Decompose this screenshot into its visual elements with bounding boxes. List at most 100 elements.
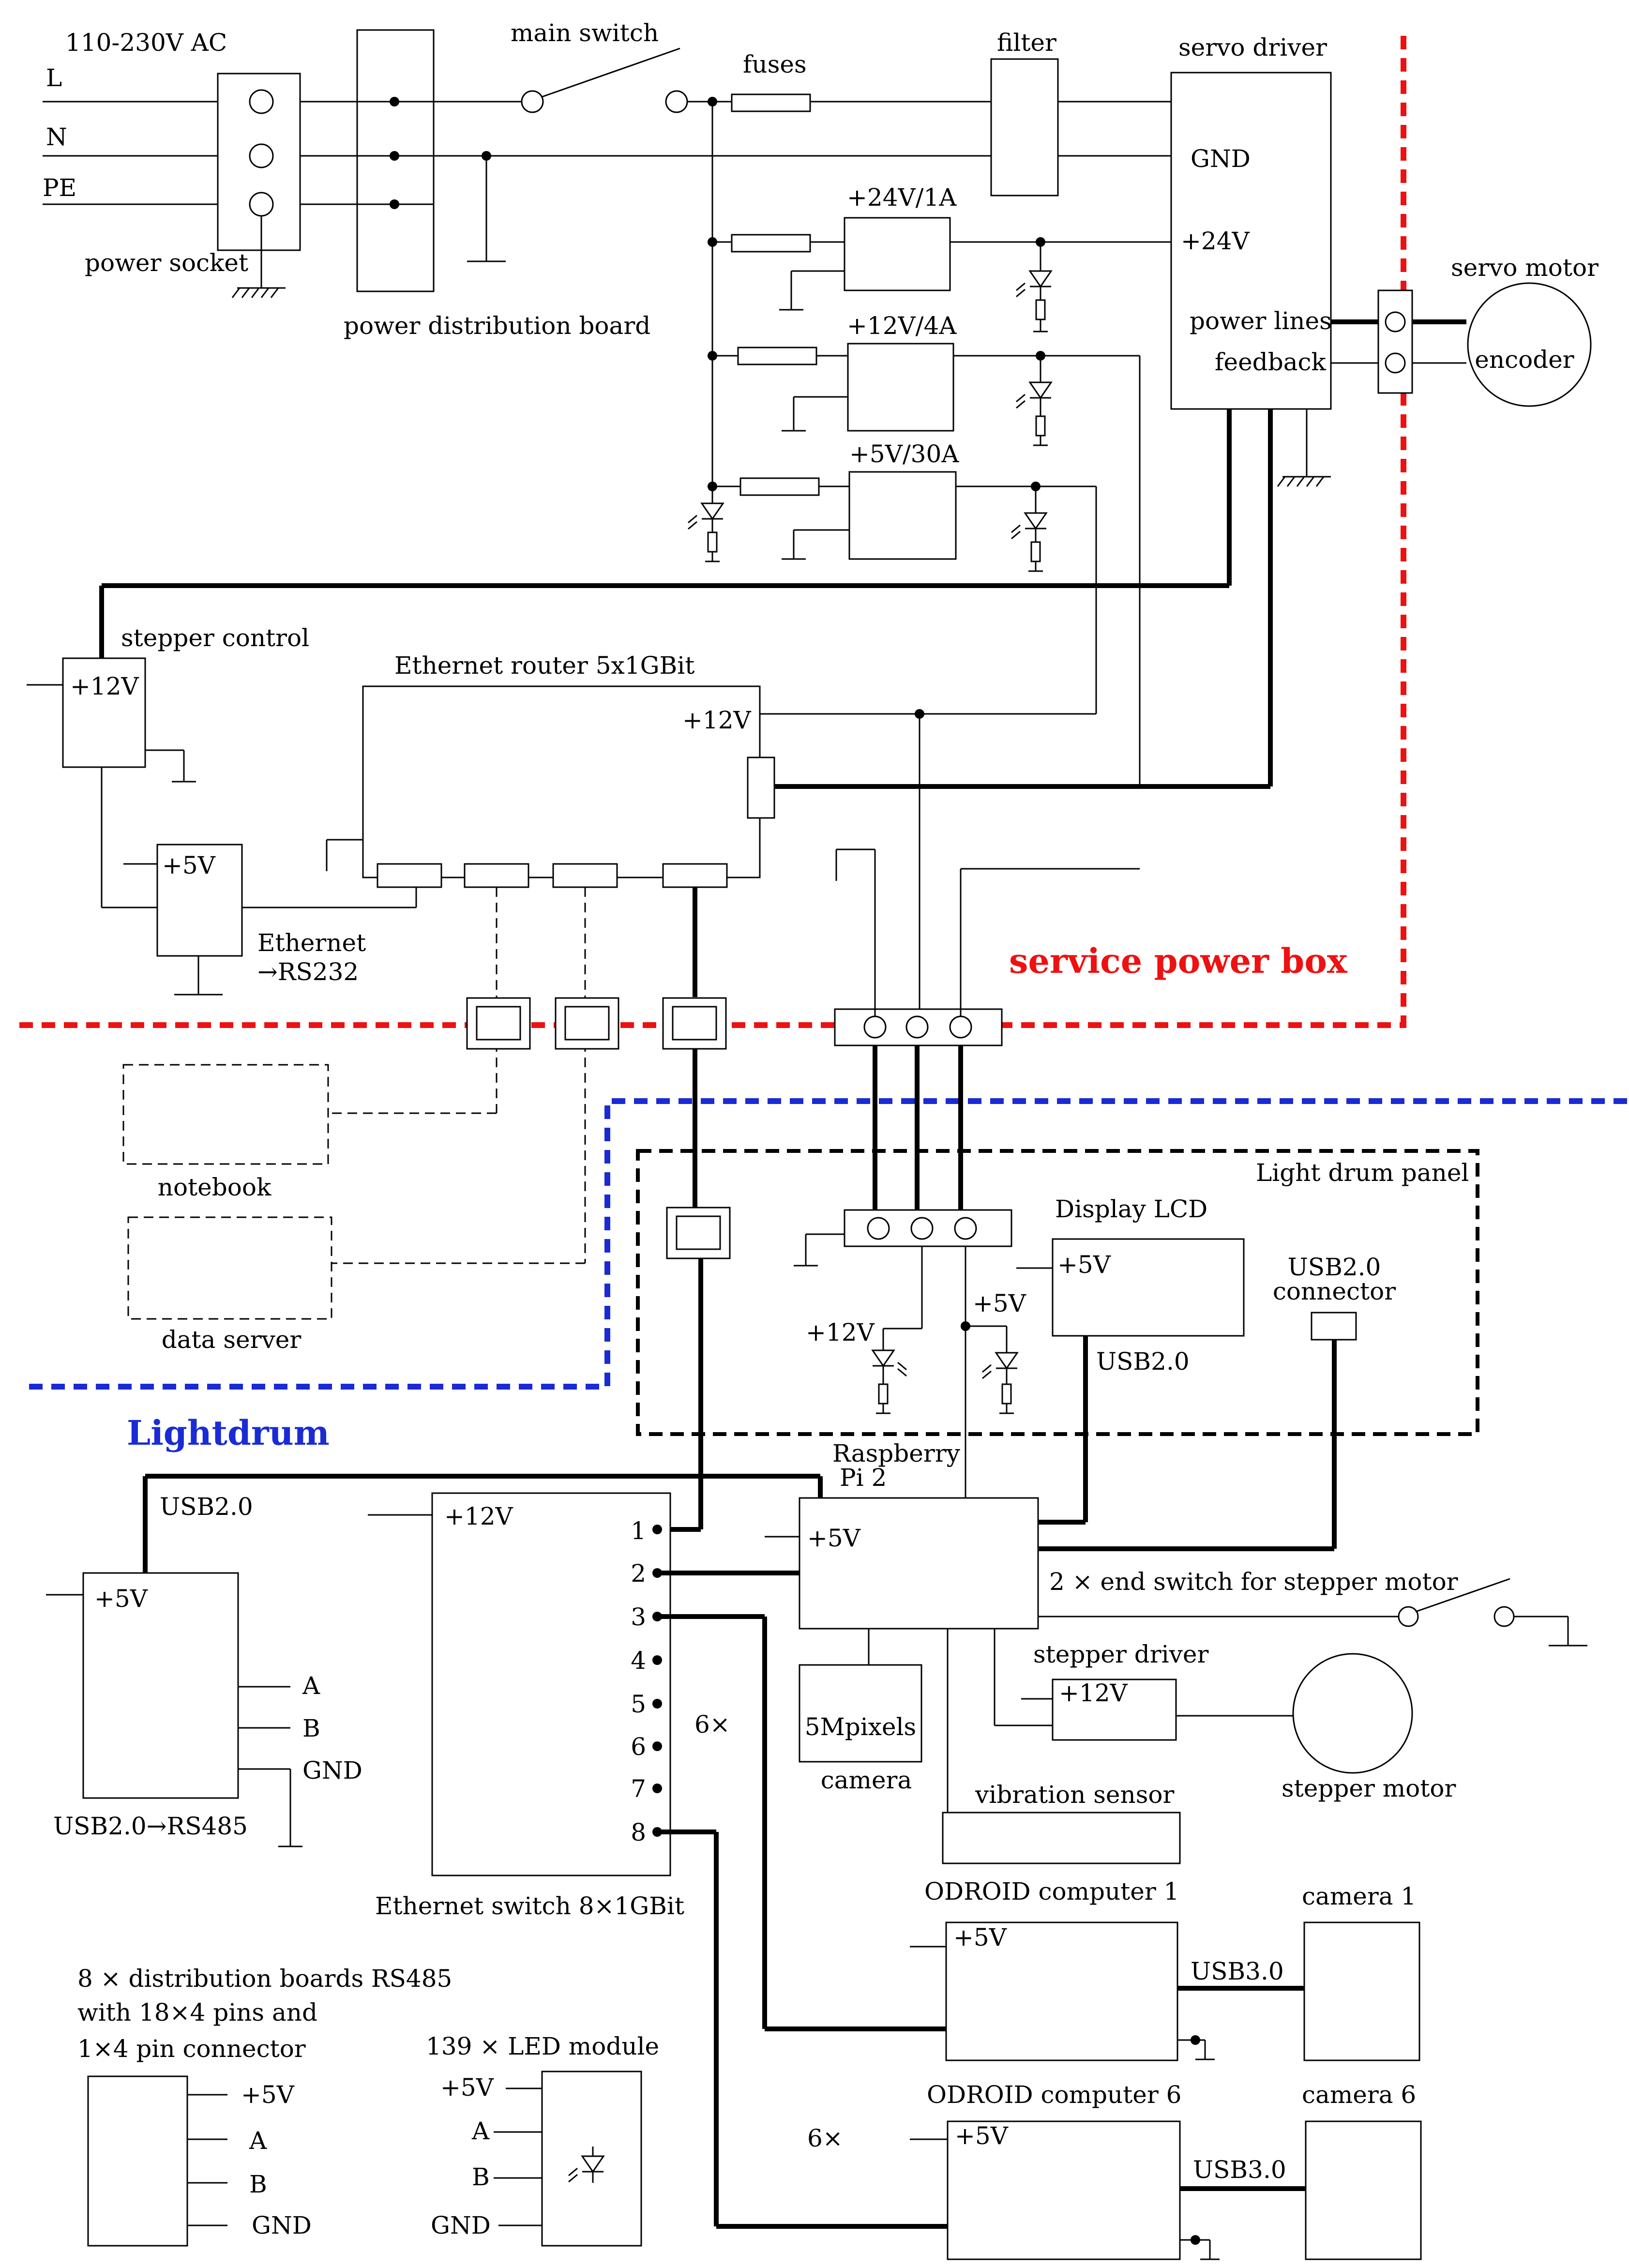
notebook-label: notebook — [158, 1173, 272, 1201]
servo-motor-label: servo motor — [1451, 254, 1599, 282]
filter-box — [990, 58, 1059, 197]
rs485-a: A — [302, 1672, 320, 1700]
legend-led-title: 139 × LED module — [426, 2032, 659, 2060]
servo-driver-box — [1170, 72, 1332, 410]
legend-dist-line3: 1×4 pin connector — [77, 2035, 306, 2063]
odroid-1-label: ODROID computer 1 — [924, 1877, 1179, 1905]
rs485-block — [46, 1474, 823, 1847]
rs485-gnd: GND — [302, 1756, 362, 1784]
end-switch-label: 2 × end switch for stepper motor — [1049, 1568, 1458, 1596]
rs485-title: USB2.0→RS485 — [53, 1812, 248, 1840]
camera-1-label: camera 1 — [1302, 1882, 1416, 1910]
fuse-main — [731, 93, 811, 112]
wall-connectors — [466, 848, 1140, 1532]
filter-label: filter — [997, 29, 1056, 57]
end-switch-lever — [1415, 1578, 1510, 1613]
led-indicator-5v — [1011, 486, 1048, 572]
led-indicator-mains — [688, 486, 724, 562]
odroid-multiplier: 6× — [807, 2124, 843, 2152]
stepper-control-12v: +12V — [70, 672, 139, 700]
ethernet-switch-block — [368, 1492, 948, 2229]
router-label: Ethernet router 5x1GBit — [394, 651, 694, 680]
switch-port-2: 2 — [631, 1559, 646, 1588]
eth-rs232-line1: Ethernet — [257, 929, 366, 957]
fuses-label: fuses — [743, 50, 807, 78]
led-indicator-24v — [1016, 242, 1053, 333]
odroid-6-block — [910, 2120, 1422, 2260]
rs485-b: B — [302, 1714, 320, 1742]
legend-dist-line2: with 18×4 pins and — [77, 1998, 317, 2026]
switch-title: Ethernet switch 8×1GBit — [375, 1892, 684, 1920]
rpi-title-1: Raspberry — [832, 1439, 961, 1467]
servo-24v-label: +24V — [1181, 227, 1250, 255]
psu-5v-box — [848, 471, 957, 560]
legend-distribution-board — [87, 2075, 227, 2247]
line-pe-label: PE — [43, 174, 76, 202]
service-power-box-label: service power box — [1009, 941, 1348, 981]
usb-connector-label-2: connector — [1273, 1277, 1396, 1305]
servo-feedback-label: feedback — [1215, 348, 1327, 376]
camera-5mp-label: 5Mpixels — [805, 1713, 916, 1741]
switch-multiplier: 6× — [694, 1710, 730, 1739]
switch-port-4: 4 — [631, 1647, 646, 1675]
legend-dist-a: A — [249, 2127, 267, 2155]
raspberry-pi-box — [799, 1497, 1039, 1630]
servo-motor-circle — [1467, 282, 1592, 407]
servo-driver-label: servo driver — [1178, 33, 1327, 61]
odroid-6-label: ODROID computer 6 — [927, 2081, 1181, 2109]
usb-connector-box — [1311, 1312, 1357, 1341]
stepper-driver-box — [1052, 1678, 1177, 1741]
odroid-6-box — [947, 2120, 1181, 2260]
panel-block — [794, 1209, 1357, 1551]
rpi-5v: +5V — [807, 1524, 861, 1552]
ethernet-switch-box — [431, 1492, 671, 1876]
camera-6-box — [1305, 2120, 1422, 2260]
display-lcd-label: Display LCD — [1055, 1195, 1207, 1223]
switch-12v: +12V — [444, 1502, 513, 1530]
stepper-motor-label: stepper motor — [1282, 1774, 1456, 1802]
main-switch-lever — [542, 47, 680, 98]
router-12v: +12V — [682, 706, 752, 734]
legend-led-b: B — [472, 2163, 490, 2191]
display-usb-label: USB2.0 — [1096, 1347, 1190, 1376]
servo-power-lines-label: power lines — [1190, 307, 1332, 335]
switch-port-7: 7 — [631, 1775, 646, 1803]
distribution-board-box — [87, 2075, 188, 2247]
odroid-1-usb3: USB3.0 — [1191, 1957, 1284, 1985]
eth-rs232-box — [156, 844, 243, 957]
camera-5mp-box — [799, 1664, 922, 1763]
servo-connector — [1377, 289, 1413, 394]
panel-led-5v: +5V — [973, 1289, 1026, 1317]
psu-24v-box — [844, 217, 951, 291]
distribution-board-label: power distribution board — [344, 312, 650, 340]
odroid-6-5v: +5V — [955, 2122, 1009, 2150]
psu-12v-label: +12V/4A — [847, 312, 957, 340]
stepper-driver-12v: +12V — [1059, 1679, 1128, 1707]
odroid-1-block — [910, 1921, 1420, 2061]
stepper-control-label: stepper control — [121, 624, 309, 652]
main-switch-contact — [521, 90, 544, 113]
encoder-label: encoder — [1475, 346, 1574, 374]
legend-led-5v: +5V — [440, 2073, 494, 2102]
light-drum-panel-label: Light drum panel — [1256, 1159, 1469, 1187]
power-distribution-board — [356, 29, 435, 292]
legend-led-module — [494, 2071, 642, 2247]
line-n-label: N — [46, 123, 67, 151]
stepper-motor-circle — [1292, 1653, 1413, 1774]
data-server-label: data server — [162, 1326, 302, 1354]
data-server-box — [127, 1216, 332, 1320]
line-l-label: L — [46, 64, 62, 92]
main-switch-label: main switch — [511, 19, 659, 47]
psu-12v-box — [847, 343, 954, 432]
lightdrum-label: Lightdrum — [127, 1413, 330, 1453]
eth-rs232-line2: →RS232 — [257, 958, 359, 986]
legend-dist-5v: +5V — [241, 2081, 295, 2109]
display-5v: +5V — [1057, 1251, 1111, 1279]
switch-port-6: 6 — [631, 1733, 646, 1761]
rs485-usb-label: USB2.0 — [160, 1493, 253, 1521]
stepper-control-block — [27, 657, 417, 996]
psu-5v-label: +5V/30A — [849, 440, 959, 468]
usb-connector-label-1: USB2.0 — [1288, 1253, 1381, 1281]
switch-port-5: 5 — [631, 1690, 646, 1718]
